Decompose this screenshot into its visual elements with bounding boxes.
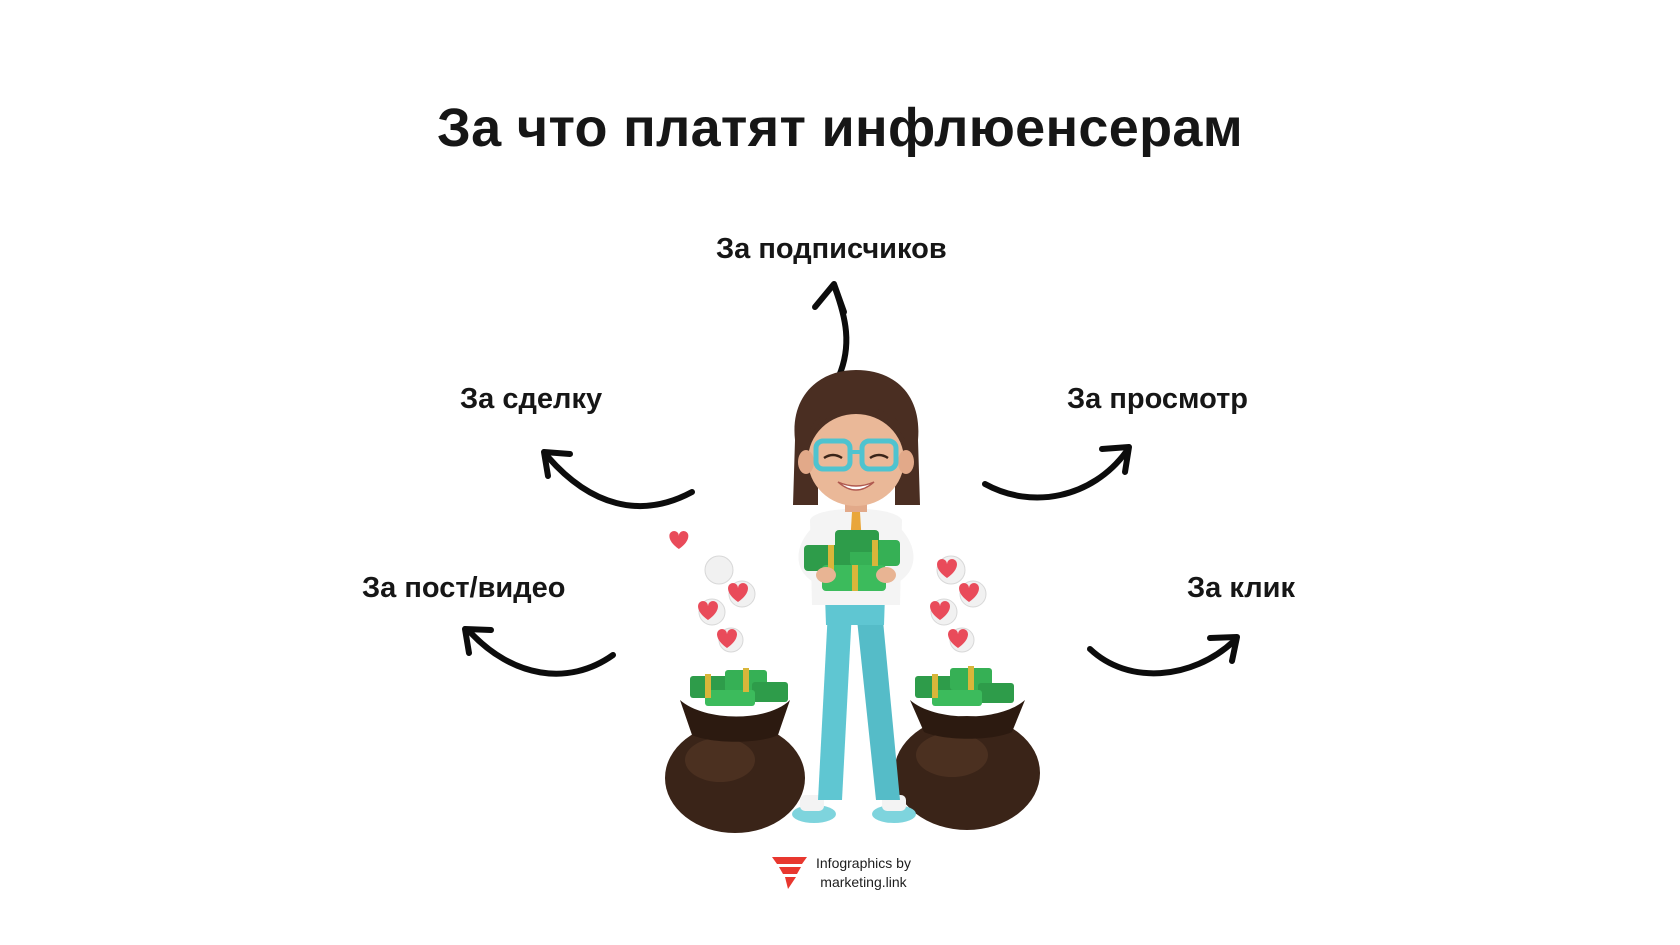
arrow-left-icon [462, 626, 616, 677]
heart-coins-left-icon [669, 530, 756, 653]
label-subscribers: За подписчиков [716, 233, 947, 265]
arrow-up-icon [812, 281, 850, 379]
arrow-right-icon [1087, 634, 1240, 677]
label-deal: За сделку [460, 383, 603, 415]
page-title: За что платят инфлюенсерам [437, 98, 1243, 158]
arrow-up-right-icon [982, 444, 1132, 501]
arrow-up-left-icon [541, 449, 695, 510]
label-click: За клик [1187, 572, 1295, 604]
credit-text: Infographics by marketing.link [816, 854, 911, 892]
heart-coins-right-icon [930, 555, 987, 653]
marketing-link-logo-icon [772, 857, 807, 889]
credit-line-1: Infographics by [816, 855, 911, 871]
money-bag-right-icon [894, 666, 1040, 830]
girl-character-icon [792, 370, 920, 823]
credit-block: Infographics by marketing.link [770, 854, 970, 894]
label-view: За просмотр [1067, 383, 1249, 415]
money-bag-left-icon [665, 668, 805, 833]
credit-line-2: marketing.link [820, 874, 907, 890]
label-post-video: За пост/видео [362, 572, 566, 604]
